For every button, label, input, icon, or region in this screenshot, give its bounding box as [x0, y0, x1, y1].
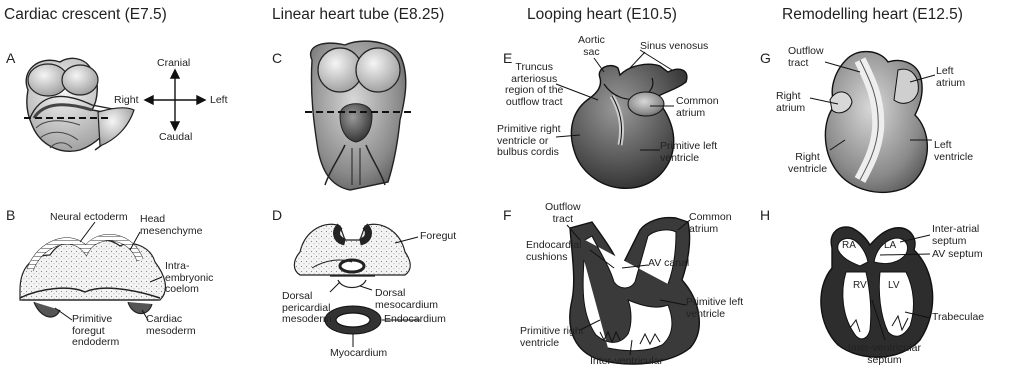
label-av-canal: AV canal [648, 258, 689, 270]
label-right-ventricle: Right ventricle [788, 152, 827, 175]
label-av-septum: AV septum [932, 249, 983, 261]
label-myocardium: Myocardium [330, 348, 387, 360]
label-lv: LV [888, 280, 900, 292]
label-endocardium: Endocardium [384, 314, 446, 326]
panel-b-section-drawing [20, 238, 165, 317]
label-aortic-sac: Aortic sac [578, 35, 605, 58]
label-trabeculae: Trabeculae [932, 312, 984, 324]
label-ra: RA [842, 240, 856, 252]
panel-g-remodel-drawing [825, 52, 927, 193]
label-head-mesenchyme: Head mesenchyme [140, 214, 202, 237]
axis-label-caudal: Caudal [159, 132, 192, 144]
label-right-atrium: Right atrium [776, 91, 805, 114]
label-left-ventricle: Left ventricle [934, 140, 973, 163]
label-common-atrium-e: Common atrium [676, 96, 719, 119]
label-primitive-right-ventricle-f: Primitive right ventricle [520, 326, 584, 349]
label-outflow-tract-g: Outflow tract [788, 46, 824, 69]
label-cardiac-mesoderm: Cardiac mesoderm [146, 314, 196, 337]
label-inter-ventricular-septum: Inter-ventricular septum [848, 342, 921, 366]
label-dorsal-mesocardium: Dorsal mesocardium [375, 288, 438, 311]
orientation-axes [145, 70, 205, 130]
panel-e-looping-drawing [571, 64, 686, 188]
label-truncus-arteriosus: Truncus arteriosus region of the outflow… [505, 62, 563, 108]
label-foregut: Foregut [420, 231, 456, 243]
panel-h-section-drawing [821, 227, 933, 357]
axis-label-right: Right [114, 95, 139, 107]
label-rv: RV [853, 280, 867, 292]
label-left-atrium: Left atrium [936, 66, 965, 89]
label-intra-embryonic-coelom: Intra- embryonic coelom [165, 261, 213, 296]
panel-f-section-drawing [570, 218, 699, 364]
label-neural-ectoderm: Neural ectoderm [50, 212, 128, 224]
label-primitive-foregut-endoderm: Primitive foregut endoderm [72, 314, 119, 349]
panel-c-tube-drawing [305, 41, 412, 190]
label-dorsal-pericardial-mesoderm: Dorsal pericardial mesoderm [282, 291, 332, 326]
label-common-atrium-f: Common atrium [689, 212, 732, 235]
axis-label-left: Left [210, 95, 228, 107]
label-primitive-left-ventricle-e: Primitive left ventricle [660, 141, 717, 164]
label-primitive-left-ventricle-f: Primitive left ventricle [686, 297, 743, 320]
label-la: LA [884, 240, 896, 252]
label-inter-atrial-septum: Inter-atrial septum [932, 224, 979, 247]
label-primitive-right-ventricle-e: Primitive right ventricle or bulbus cord… [497, 124, 561, 159]
axis-label-cranial: Cranial [157, 58, 190, 70]
label-sinus-venosus: Sinus venosus [640, 41, 708, 53]
label-endocardial-cushions: Endocardial cushions [526, 240, 581, 263]
label-outflow-tract-f: Outflow tract [545, 202, 581, 225]
label-inter-ventricular-f: Inter-ventricular [590, 356, 663, 368]
